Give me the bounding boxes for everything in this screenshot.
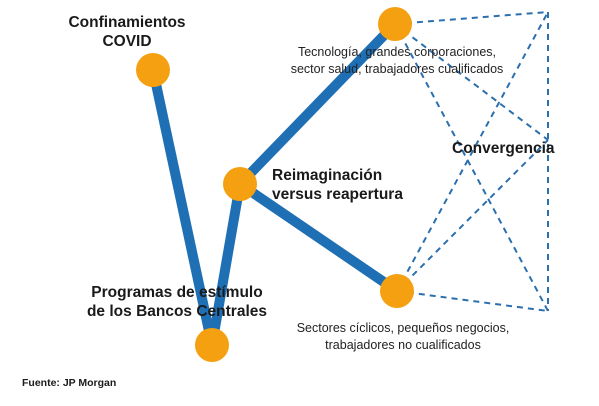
solid-line bbox=[207, 179, 245, 350]
label-winners: Tecnología, grandes corporaciones, secto… bbox=[262, 44, 532, 78]
label-reimagination: Reimaginación versus reapertura bbox=[272, 166, 403, 204]
label-losers: Sectores cíclicos, pequeños negocios, tr… bbox=[268, 320, 538, 354]
label-lockdowns-line1: Confinamientos bbox=[68, 14, 186, 31]
solid-line bbox=[235, 19, 400, 189]
dashed-line bbox=[394, 11, 549, 25]
label-stimulus: Programas de estímulo de los Bancos Cent… bbox=[72, 283, 282, 321]
label-reimagination-line2: versus reapertura bbox=[272, 186, 403, 203]
solid-line bbox=[148, 65, 217, 350]
node-reimagination bbox=[223, 167, 257, 201]
node-winners bbox=[378, 7, 412, 41]
dashed-line bbox=[396, 11, 549, 292]
dashed-line bbox=[396, 290, 549, 312]
dashed-line bbox=[394, 23, 549, 141]
k-shape-lines bbox=[148, 19, 402, 350]
solid-line bbox=[235, 179, 402, 296]
source-note: Fuente: JP Morgan bbox=[22, 377, 117, 389]
node-losers bbox=[380, 274, 414, 308]
label-winners-line1: Tecnología, grandes corporaciones, bbox=[297, 45, 497, 59]
label-stimulus-line1: Programas de estímulo bbox=[91, 284, 263, 301]
label-lockdowns: Confinamientos COVID bbox=[52, 13, 202, 51]
label-winners-line2: sector salud, trabajadores cualificados bbox=[290, 62, 504, 76]
nodes bbox=[136, 7, 414, 362]
label-convergence: Convergencia bbox=[452, 140, 555, 157]
label-lockdowns-line2: COVID bbox=[102, 33, 152, 50]
label-reimagination-line1: Reimaginación bbox=[272, 167, 383, 184]
node-lockdowns bbox=[136, 53, 170, 87]
node-stimulus bbox=[195, 328, 229, 362]
label-losers-line2: trabajadores no cualificados bbox=[325, 338, 481, 352]
label-stimulus-line2: de los Bancos Centrales bbox=[86, 303, 268, 320]
convergence-dashed-lines bbox=[394, 11, 549, 312]
dashed-line bbox=[396, 139, 549, 292]
label-losers-line1: Sectores cíclicos, pequeños negocios, bbox=[296, 321, 510, 335]
